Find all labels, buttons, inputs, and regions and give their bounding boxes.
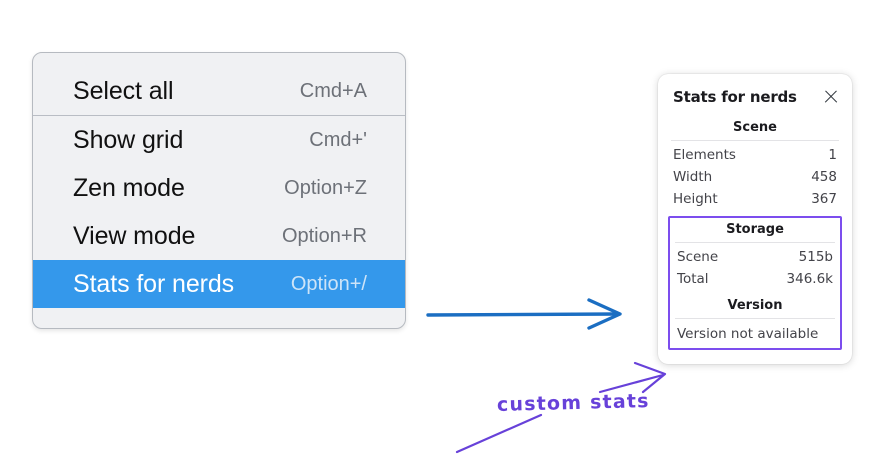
stat-row: Total 346.6k xyxy=(672,268,838,290)
menu-group-2: Show grid Cmd+' Zen mode Option+Z View m… xyxy=(33,116,405,308)
stat-row: Width 458 xyxy=(668,166,842,188)
stats-for-nerds-panel: Stats for nerds Scene Elements 1 Width 4… xyxy=(658,74,852,364)
menu-item-zen-mode[interactable]: Zen mode Option+Z xyxy=(33,164,405,212)
version-text: Version not available xyxy=(677,326,819,342)
menu-top-padding xyxy=(33,53,405,67)
stat-value: 458 xyxy=(811,169,837,185)
menu-item-stats-for-nerds[interactable]: Stats for nerds Option+/ xyxy=(33,260,405,308)
section-divider xyxy=(675,242,835,243)
menu-item-label: Select all xyxy=(73,76,174,105)
menu-group-1: Select all Cmd+A xyxy=(33,67,405,115)
section-title-scene: Scene xyxy=(733,120,777,135)
menu-item-shortcut: Cmd+A xyxy=(299,79,367,102)
menu-item-label: Zen mode xyxy=(73,173,185,202)
section-title-storage: Storage xyxy=(726,222,784,237)
menu-item-shortcut: Cmd+' xyxy=(309,128,367,151)
custom-stats-section: Storage Scene 515b Total 346.6k Version … xyxy=(668,216,842,350)
section-title-version: Version xyxy=(727,298,783,313)
menu-item-label: Stats for nerds xyxy=(73,269,235,298)
stat-key: Height xyxy=(673,191,718,207)
menu-item-show-grid[interactable]: Show grid Cmd+' xyxy=(33,116,405,164)
custom-stats-annotation-label: custom stats xyxy=(496,390,650,416)
stat-value: 367 xyxy=(811,191,837,207)
stats-panel-header: Stats for nerds xyxy=(668,86,842,106)
menu-separator xyxy=(33,115,405,116)
stat-row: Height 367 xyxy=(668,188,842,210)
scene-section: Scene Elements 1 Width 458 Height 367 xyxy=(668,118,842,210)
close-icon[interactable] xyxy=(822,88,840,106)
context-menu[interactable]: Select all Cmd+A Show grid Cmd+' Zen mod… xyxy=(32,52,406,329)
blue-arrow xyxy=(426,298,622,330)
stat-row: Scene 515b xyxy=(672,246,838,268)
menu-bottom-padding xyxy=(33,308,405,328)
menu-item-shortcut: Option+Z xyxy=(284,176,367,199)
menu-item-select-all[interactable]: Select all Cmd+A xyxy=(33,67,405,115)
menu-item-label: Show grid xyxy=(73,125,184,154)
stat-key: Elements xyxy=(673,147,736,163)
menu-item-label: View mode xyxy=(73,221,196,250)
menu-item-view-mode[interactable]: View mode Option+R xyxy=(33,212,405,260)
stat-row: Elements 1 xyxy=(668,144,842,166)
section-divider xyxy=(675,318,835,319)
stats-panel-title: Stats for nerds xyxy=(673,88,797,106)
stat-value: 1 xyxy=(828,147,837,163)
stat-value: 515b xyxy=(798,249,833,265)
menu-item-shortcut: Option+/ xyxy=(290,272,367,295)
stat-key: Scene xyxy=(677,249,719,265)
stat-value: 346.6k xyxy=(786,271,833,287)
section-divider xyxy=(671,140,839,141)
purple-underline-pointer xyxy=(455,413,543,454)
purple-arrow-to-panel xyxy=(598,361,667,394)
menu-item-shortcut: Option+R xyxy=(281,224,367,247)
stat-key: Width xyxy=(673,169,713,185)
stat-key: Total xyxy=(677,271,709,287)
